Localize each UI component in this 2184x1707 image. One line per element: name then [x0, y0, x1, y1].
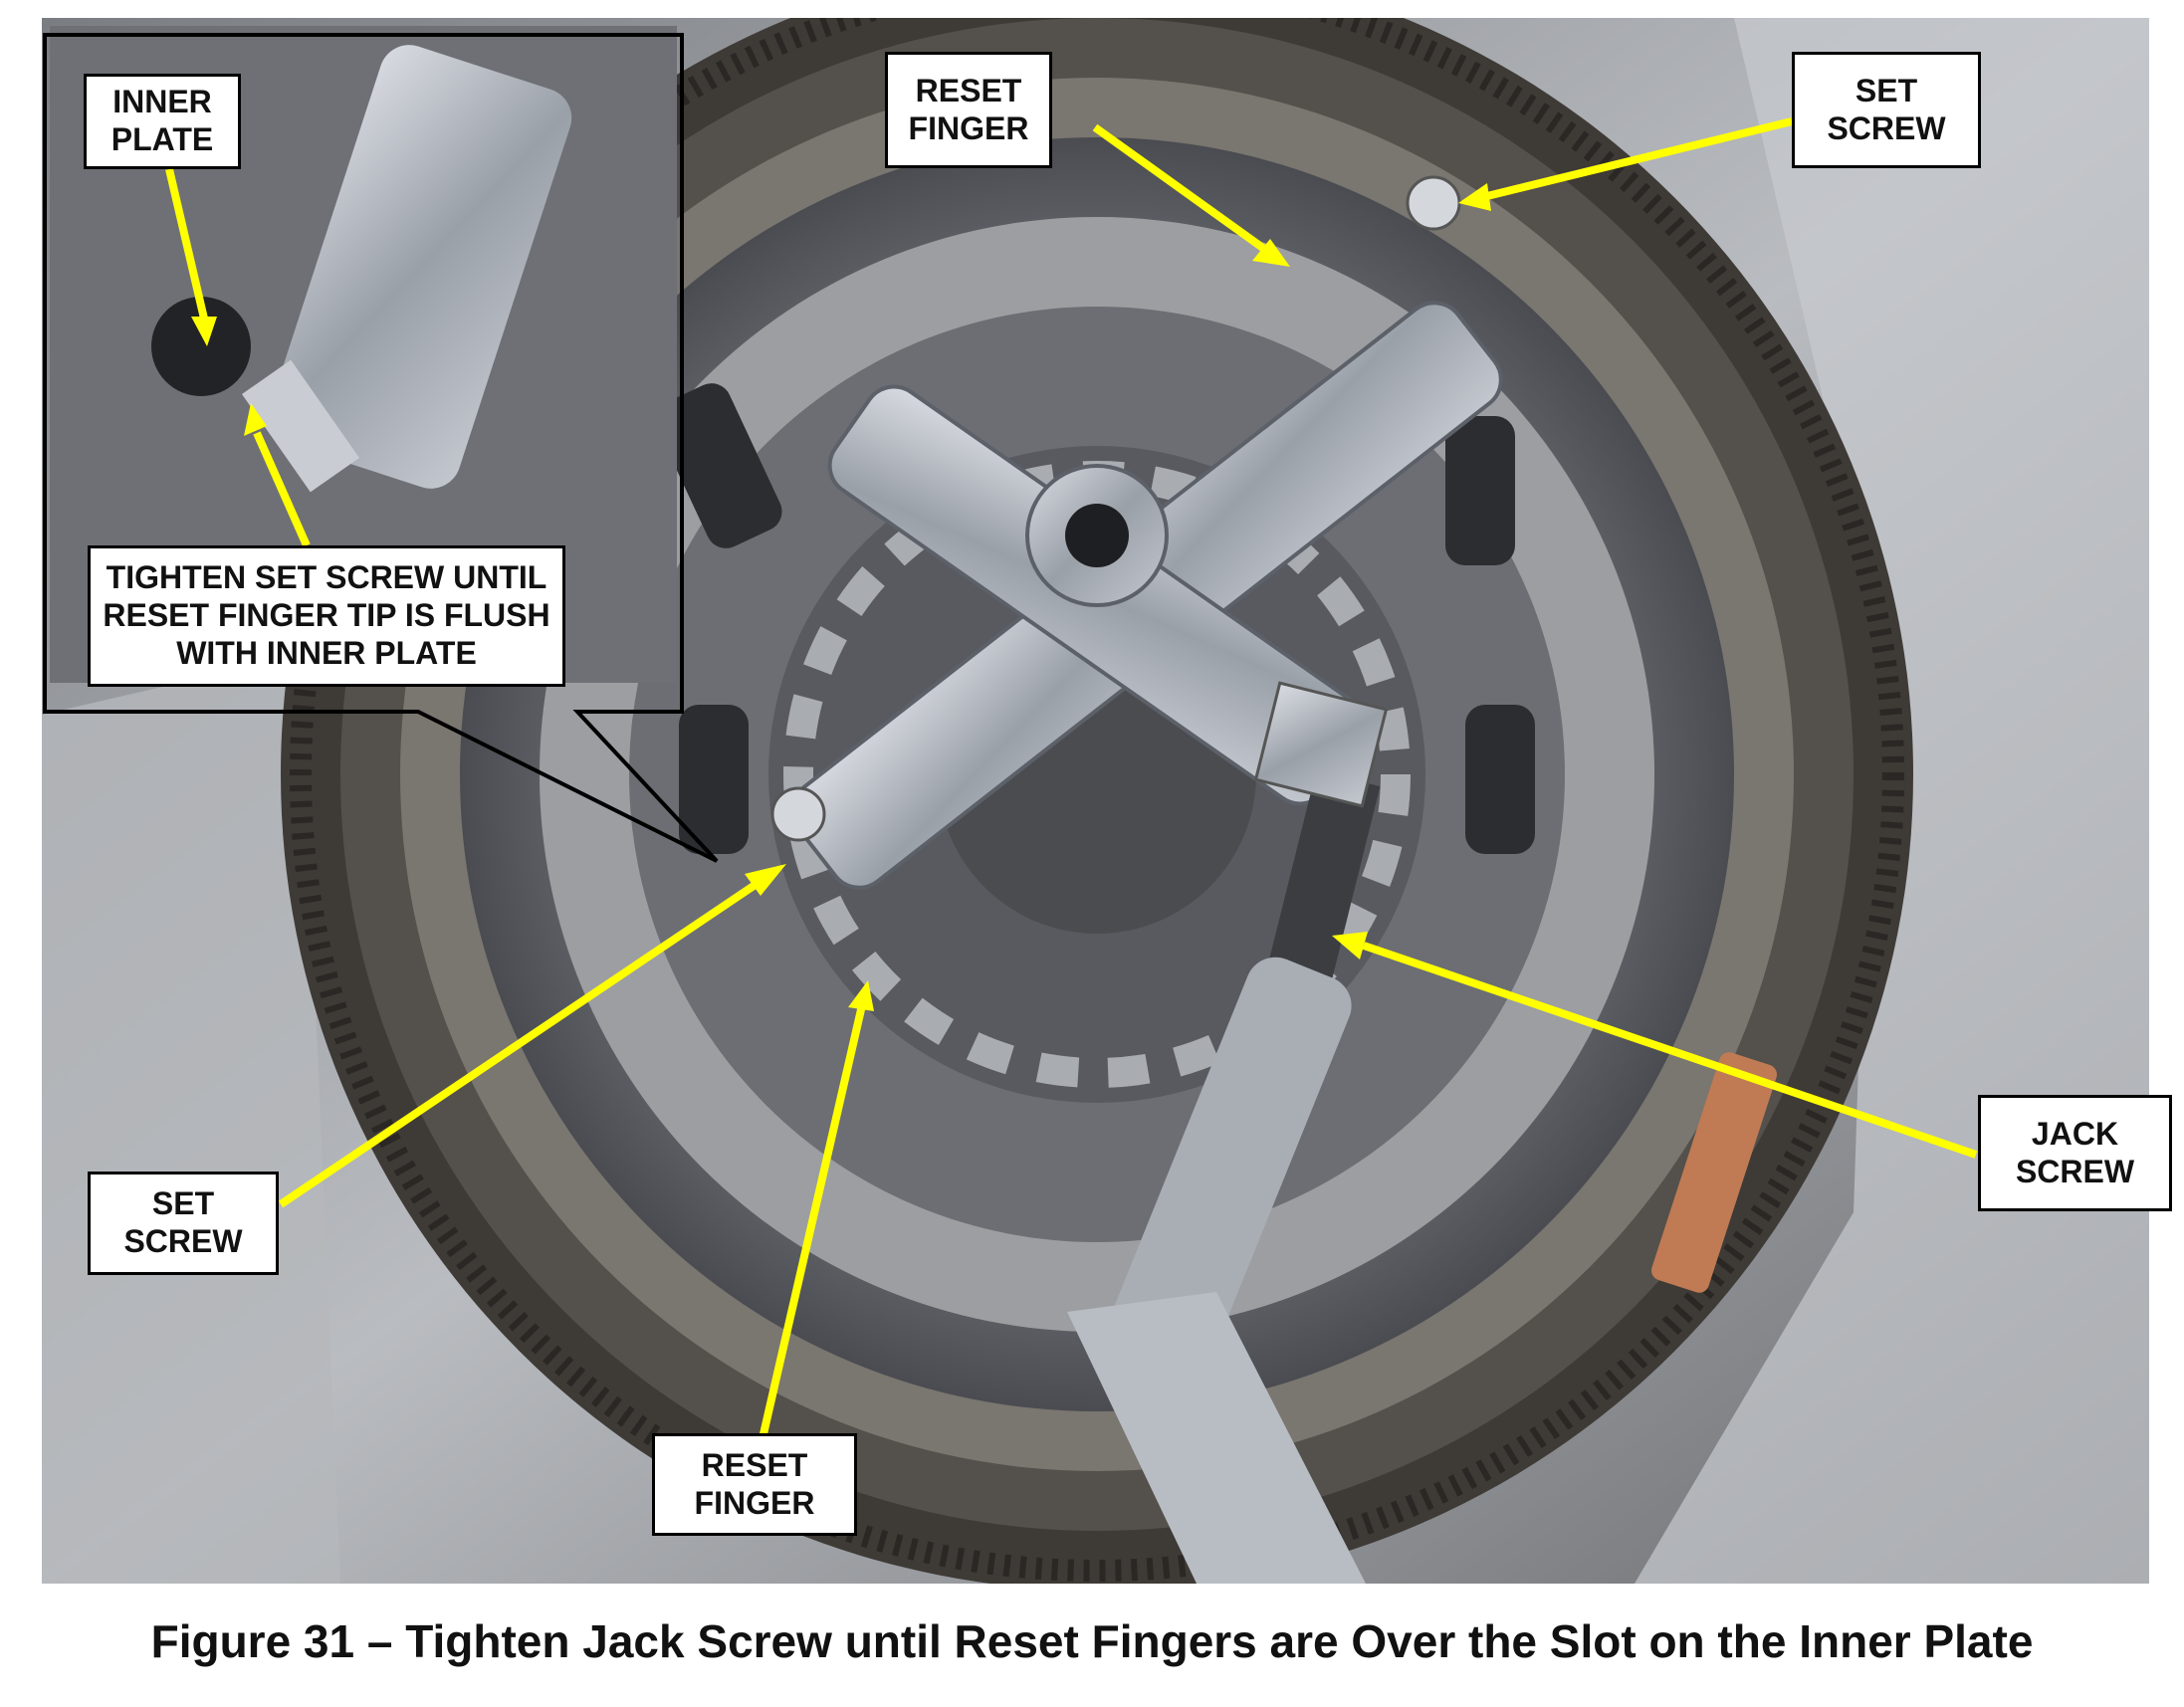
callout-inner-plate: INNER PLATE: [84, 74, 241, 169]
figure-caption: Figure 31 – Tighten Jack Screw until Res…: [150, 1615, 2034, 1667]
callout-tighten-set-screw: TIGHTEN SET SCREW UNTIL RESET FINGER TIP…: [88, 545, 565, 687]
clutch-illustration: [42, 18, 2149, 1584]
callout-reset-finger-top: RESET FINGER: [885, 52, 1052, 168]
callout-jack-screw: JACK SCREW: [1978, 1095, 2172, 1211]
clutch-photo: [42, 18, 2149, 1584]
callout-set-screw-left: SET SCREW: [88, 1172, 279, 1275]
callout-reset-finger-bottom: RESET FINGER: [652, 1433, 857, 1536]
callout-set-screw-top: SET SCREW: [1792, 52, 1981, 168]
